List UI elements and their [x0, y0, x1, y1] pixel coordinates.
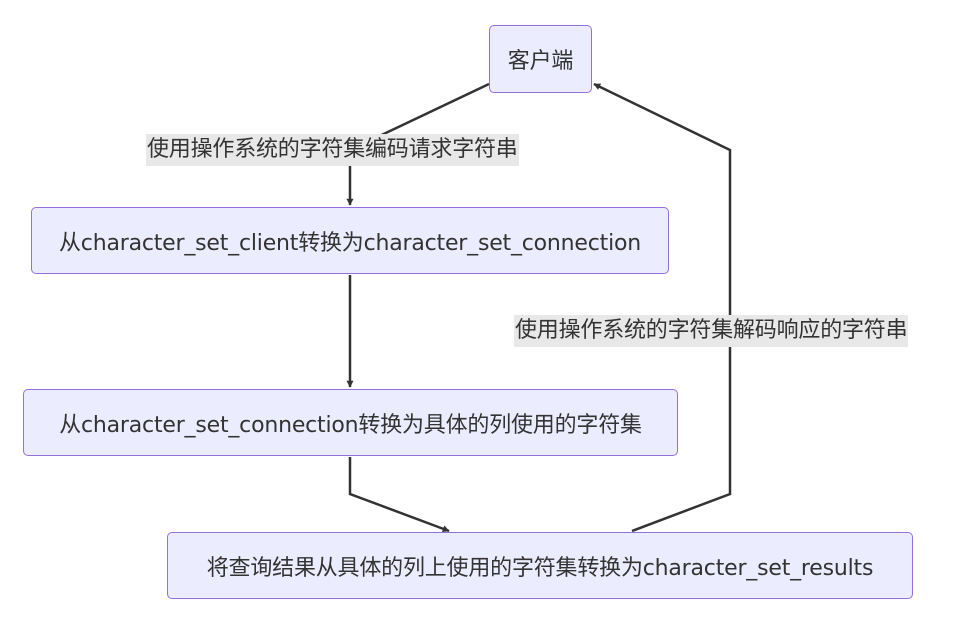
response-edge-label: 使用操作系统的字符集解码响应的字符串 — [514, 315, 909, 347]
column-to-results-node: 将查询结果从具体的列上使用的字符集转换为character_set_result… — [167, 532, 913, 599]
client-to-connection-node: 从character_set_client转换为character_set_co… — [31, 207, 669, 274]
connection-to-column-node: 从character_set_connection转换为具体的列使用的字符集 — [23, 389, 678, 456]
edge-results-conversion-to-client — [593, 82, 732, 533]
edge-column-conversion-to-results-conversion — [348, 457, 450, 533]
client-node-label: 客户端 — [507, 49, 574, 74]
client-node: 客户端 — [489, 25, 592, 93]
client-to-connection-label: 从character_set_client转换为character_set_co… — [59, 230, 641, 256]
request-edge-label: 使用操作系统的字符集编码请求字符串 — [146, 134, 519, 166]
column-to-results-label: 将查询结果从具体的列上使用的字符集转换为character_set_result… — [206, 555, 874, 581]
connection-to-column-label: 从character_set_connection转换为具体的列使用的字符集 — [59, 412, 642, 438]
